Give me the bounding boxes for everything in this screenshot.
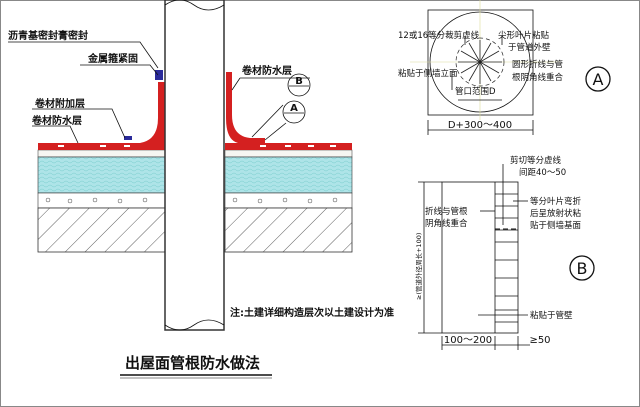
layers-left [37, 149, 166, 253]
marker-b: B [569, 255, 595, 281]
vertical-dimension: ≥(管道外径周长+100) [414, 233, 423, 300]
svg-text:A: A [290, 103, 298, 114]
label-leaf-1: 等分叶片弯折 [530, 196, 582, 207]
waterproof-membrane [38, 70, 352, 150]
label-leaf-2: 后呈放射状粘 [530, 208, 582, 219]
label-pipe-wall: 粘贴于管壁 [530, 310, 573, 321]
label-sealant: 沥青基密封膏密封 [8, 29, 88, 42]
ref-marker-a: A [282, 100, 306, 124]
metal-clamp [155, 70, 163, 80]
layers-right [224, 149, 353, 253]
dimension-width: 100～200 [444, 335, 492, 346]
label-waterproof-layer-right: 卷材防水层 [241, 64, 292, 77]
dimension-min: ≥50 [529, 335, 550, 346]
label-fold-2: 根阴角线重合 [512, 72, 564, 83]
label-metal-clamp: 金属箍紧固 [87, 52, 138, 65]
detail-b [418, 164, 530, 350]
label-opening: 管口范围D [455, 86, 496, 97]
svg-text:B: B [295, 76, 303, 87]
note: 注:土建详细构造层次以土建设计为准 [230, 306, 394, 319]
label-fold-1: 圆形折线与管 [512, 59, 563, 70]
label-waterproof-layer-left: 卷材防水层 [31, 114, 82, 127]
label-tip-piece-1: 尖形叶片粘贴 [498, 30, 550, 41]
drawing-title: 出屋面管根防水做法 [125, 354, 260, 372]
label-fold-2: 阴角线重合 [425, 218, 468, 229]
label-tip-piece-2: 于管道外壁 [508, 42, 551, 53]
label-leaf-3: 贴于侧墙基面 [530, 220, 582, 231]
dimension-a: D+300～400 [448, 120, 512, 131]
svg-text:A: A [593, 70, 604, 89]
label-additional-layer: 卷材附加层 [34, 97, 85, 110]
marker-a: A [585, 66, 611, 92]
ref-marker-b: B [287, 73, 311, 97]
detail-a [410, 0, 560, 135]
svg-text:B: B [577, 259, 588, 278]
label-side-wall: 粘贴于侧墙立面 [398, 68, 458, 79]
label-cut-1: 剪切等分虚线 [510, 155, 562, 166]
label-cut-lines: 12或16等分裁剪虚线 [398, 30, 480, 41]
leader-lines [8, 41, 310, 144]
label-cut-2: 间距40～50 [519, 168, 566, 178]
gravel [45, 197, 338, 204]
roof-section [37, 0, 353, 331]
pipe [164, 0, 225, 331]
label-fold-1: 折线与管根 [425, 206, 468, 217]
